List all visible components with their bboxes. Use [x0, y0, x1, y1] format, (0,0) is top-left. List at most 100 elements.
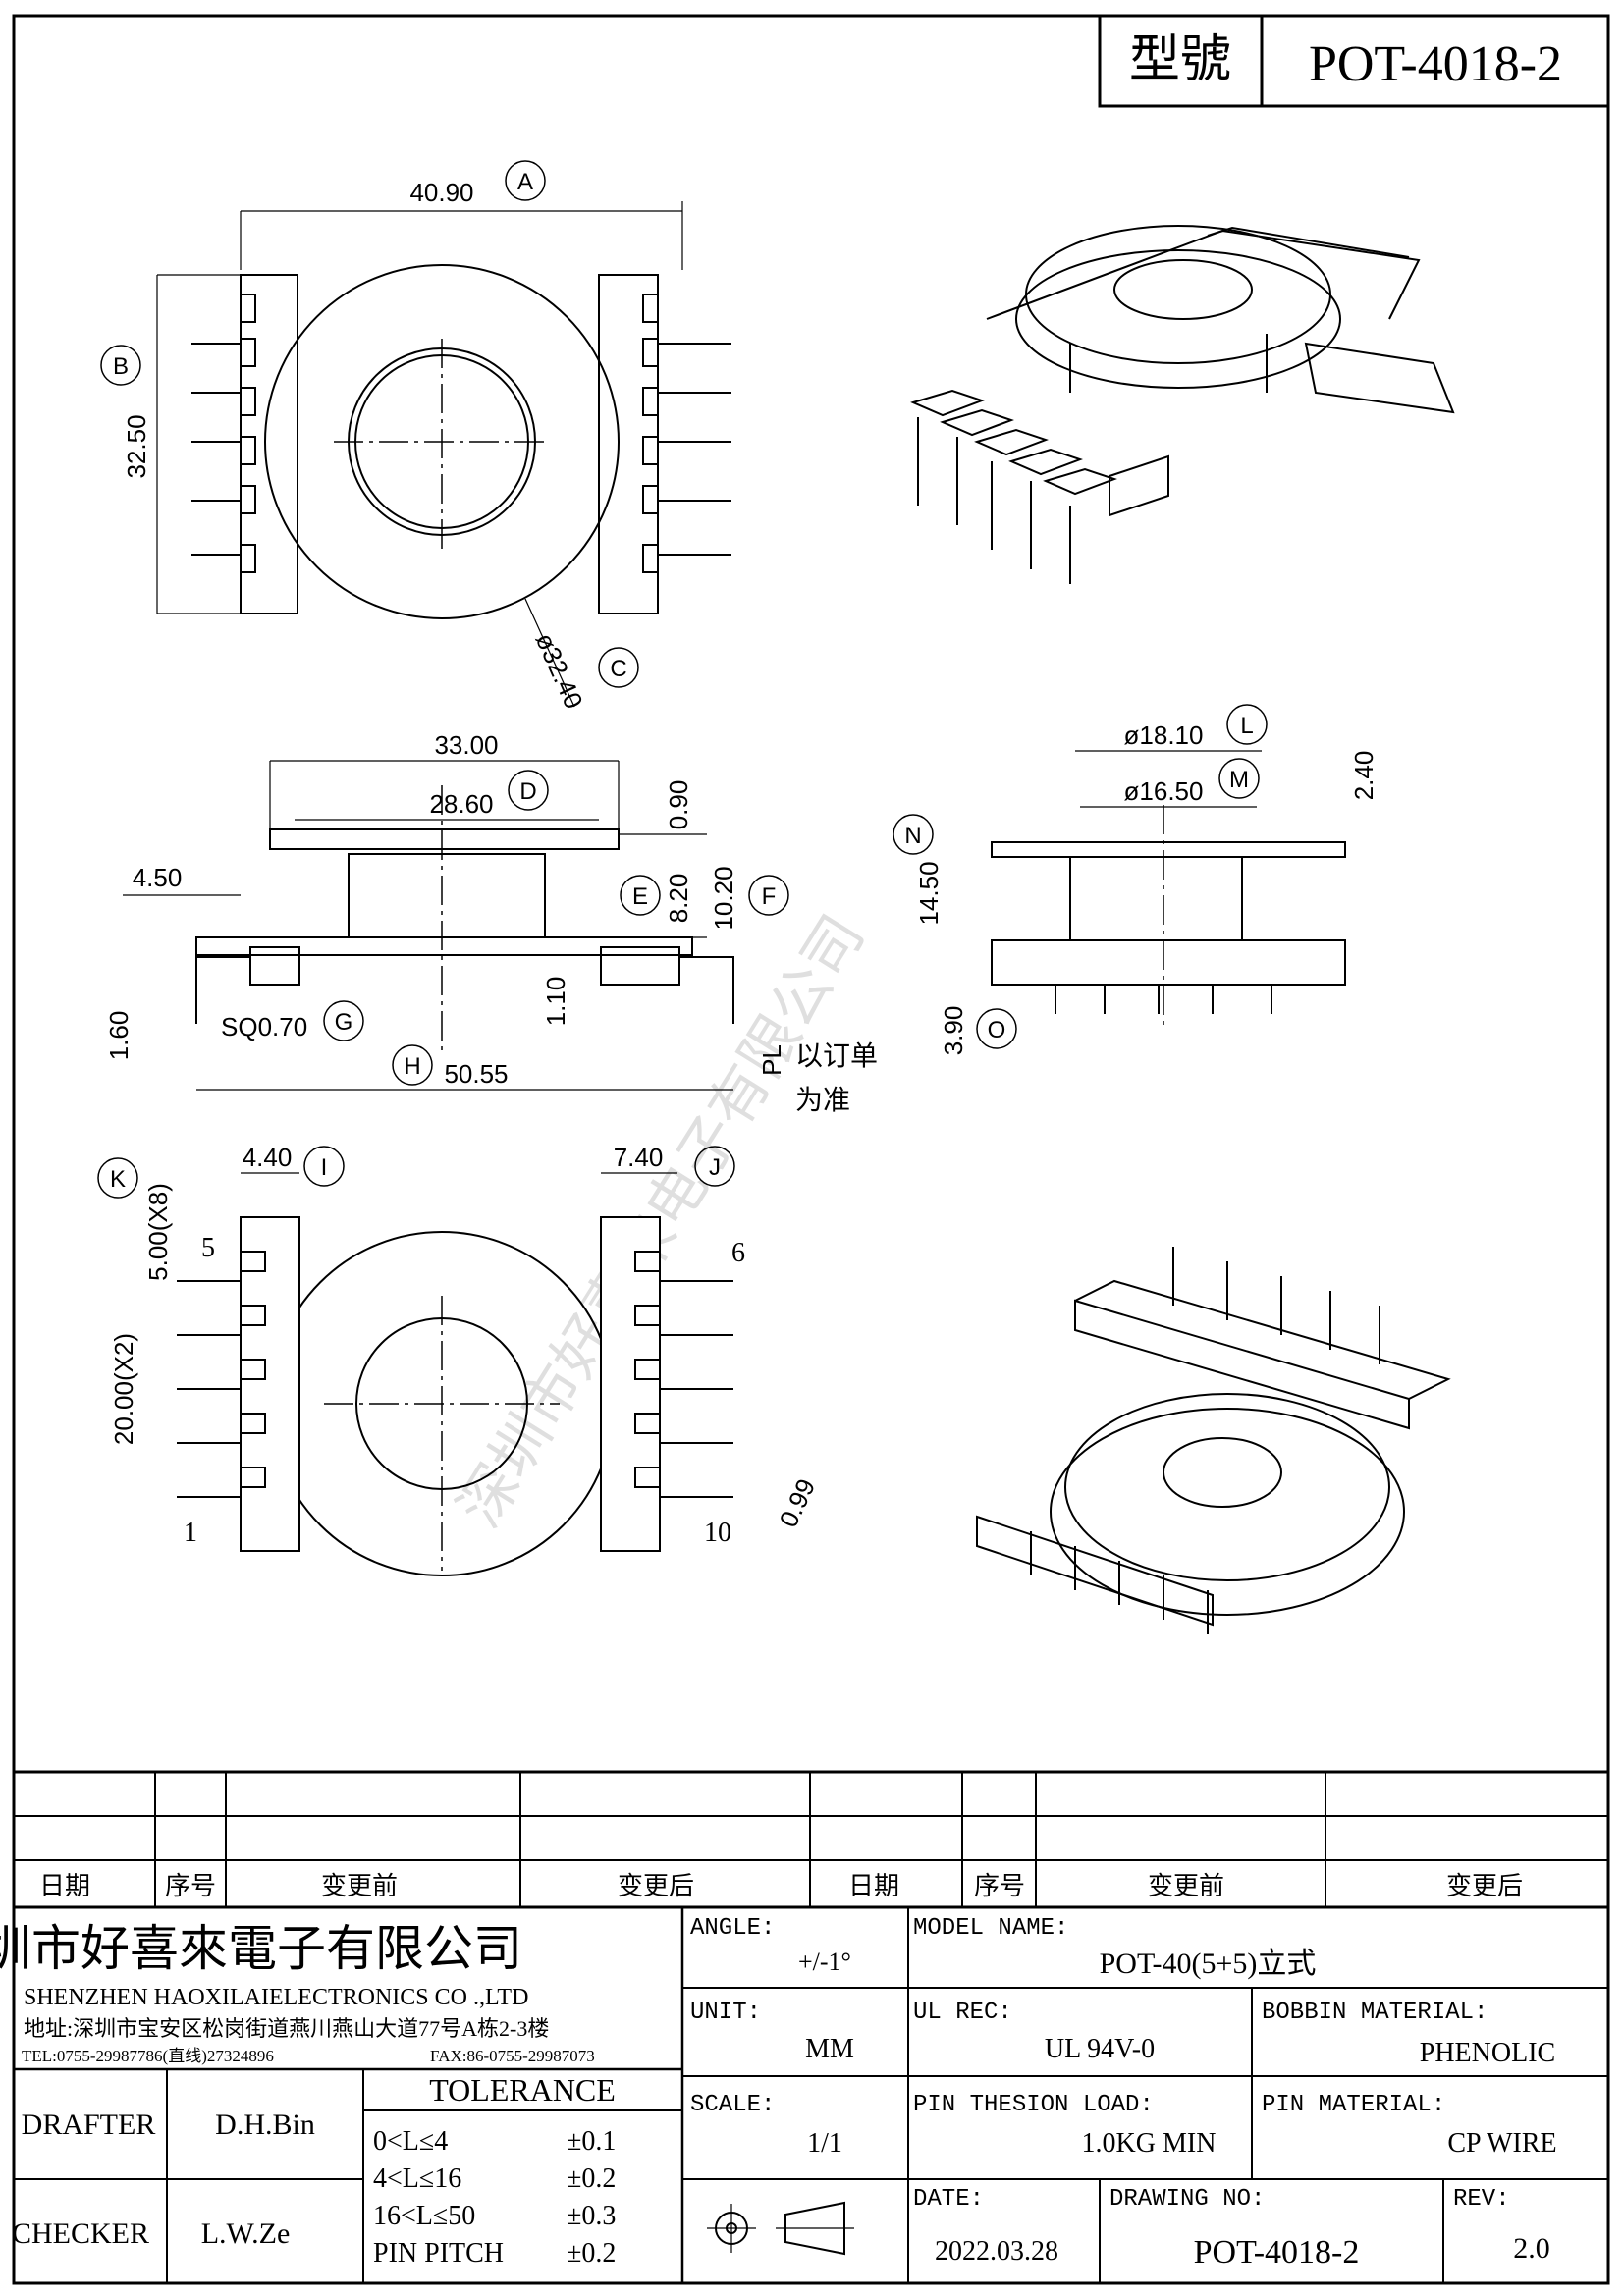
pin-load-label: PIN THESION LOAD:	[913, 2092, 1154, 2118]
tag-a: A	[517, 169, 533, 195]
tag-f: F	[762, 883, 777, 910]
dim-gap: 0.99	[774, 1474, 822, 1532]
bobbin-value: PHENOLIC	[1420, 2038, 1555, 2068]
drawing-no-value: POT-4018-2	[1194, 2234, 1360, 2270]
unit-label: UNIT:	[690, 2000, 761, 2026]
dim-inner: 28.60	[429, 789, 493, 819]
model-name-label: MODEL NAME:	[913, 1915, 1068, 1942]
drawing-no-label: DRAWING NO:	[1109, 2186, 1265, 2213]
tag-i: I	[321, 1154, 328, 1181]
rev-header-date-1: 日期	[39, 1871, 90, 1900]
tol-value-3: ±0.2	[567, 2238, 616, 2269]
company-address: 地址:深圳市宝安区松岗街道燕川燕山大道77号A栋2-3楼	[24, 2016, 549, 2041]
iso-view-bottom	[976, 1247, 1451, 1634]
tag-n: N	[904, 823, 921, 849]
rev-header-date-2: 日期	[848, 1871, 899, 1900]
angle-label: ANGLE:	[690, 1915, 775, 1942]
model-label: 型號	[1129, 32, 1231, 88]
top-view: 40.90 A 32.50 B ø32.40 C	[100, 160, 731, 713]
bottom-view: 4.40 I 7.40 J K 5.00(X8) 20.00(X2) 0.99 …	[97, 1143, 822, 1576]
tol-range-1: 4<L≤16	[373, 2163, 461, 2194]
side-view: 33.00 28.60 D 0.90 8.20 E 10.20 F 4.50 S…	[104, 730, 878, 1116]
dim-dia-inner: ø16.50	[1124, 776, 1204, 806]
drafter-value: D.H.Bin	[215, 2109, 315, 2141]
dim-span: 50.55	[444, 1059, 508, 1089]
bobbin-label: BOBBIN MATERIAL:	[1262, 2000, 1488, 2026]
sheet-border	[12, 14, 1610, 2285]
dim-dia-outer: ø18.10	[1124, 721, 1204, 750]
pin-label-6: 6	[731, 1238, 745, 1268]
dim-height-end: 14.50	[914, 861, 944, 925]
unit-value: MM	[805, 2034, 854, 2064]
tol-value-1: ±0.2	[567, 2163, 616, 2194]
checker-value: L.W.Ze	[201, 2217, 291, 2250]
dim-pitch: 5.00(X8)	[143, 1183, 173, 1281]
tag-m: M	[1229, 767, 1249, 793]
tag-k: K	[110, 1166, 126, 1193]
tag-g: G	[335, 1009, 353, 1036]
pin-label-5: 5	[201, 1233, 215, 1263]
dim-flange: 33.00	[434, 730, 498, 760]
title-block: 深圳市好喜來電子有限公司 SHENZHEN HAOXILAIELECTRONIC…	[0, 1907, 1608, 2283]
dim-width: 40.90	[409, 178, 473, 207]
dim-top-thk: 0.90	[664, 780, 693, 830]
rev-header-before-1: 变更前	[321, 1871, 398, 1900]
pin-material-label: PIN MATERIAL:	[1262, 2092, 1445, 2118]
end-view: ø18.10 L ø16.50 M 2.40 14.50 N 3.90 O	[893, 704, 1379, 1056]
tag-j: J	[709, 1154, 721, 1181]
tag-l: L	[1240, 713, 1253, 739]
header-model-box: 型號 POT-4018-2	[1098, 14, 1610, 108]
dim-height: 32.50	[122, 414, 151, 478]
pin-load-value: 1.0KG MIN	[1082, 2128, 1217, 2159]
tol-range-2: 16<L≤50	[373, 2201, 475, 2231]
dim-total-h: 10.20	[709, 866, 738, 930]
rev-header-no-2: 序号	[974, 1871, 1025, 1900]
date-label: DATE:	[913, 2186, 984, 2213]
scale-value: 1/1	[807, 2128, 842, 2159]
tolerance-title: TOLERANCE	[429, 2072, 616, 2108]
angle-value: +/-1°	[798, 1948, 851, 1976]
pl-note-2: 为准	[795, 1085, 850, 1116]
dim-offset: 4.50	[133, 863, 183, 892]
dim-right-w: 7.40	[614, 1143, 664, 1172]
tol-range-0: 0<L≤4	[373, 2126, 448, 2157]
model-number: POT-4018-2	[1309, 36, 1562, 92]
dim-left-w: 4.40	[243, 1143, 293, 1172]
tag-b: B	[113, 353, 129, 380]
tag-h: H	[404, 1053, 420, 1080]
model-name-value: POT-40(5+5)立式	[1100, 1948, 1317, 1980]
company-name-cn: 深圳市好喜來電子有限公司	[0, 1921, 522, 1976]
dim-base-thk: 1.10	[541, 977, 570, 1027]
dim-body-h: 8.20	[664, 874, 693, 924]
ul-label: UL REC:	[913, 2000, 1012, 2026]
drafter-label: DRAFTER	[22, 2109, 156, 2141]
checker-label: CHECKER	[12, 2217, 149, 2250]
pin-material-value: CP WIRE	[1447, 2128, 1556, 2159]
rev-header-after-1: 变更后	[618, 1871, 694, 1900]
pl-note-1: 以订单	[795, 1041, 878, 1072]
tag-o: O	[988, 1017, 1006, 1043]
tol-value-2: ±0.3	[567, 2201, 616, 2231]
dim-pin-size: SQ0.70	[221, 1012, 307, 1041]
rev-label: REV:	[1453, 2186, 1510, 2213]
iso-view-top	[910, 225, 1455, 584]
ul-value: UL 94V-0	[1045, 2034, 1155, 2064]
company-tel: TEL:0755-29987786(直线)27324896	[22, 2047, 274, 2065]
pin-label-1: 1	[184, 1518, 197, 1548]
projection-symbol-icon	[707, 2201, 854, 2256]
dim-pin-h: 1.60	[104, 1011, 134, 1061]
company-fax: FAX:86-0755-29987073	[430, 2047, 595, 2065]
dim-top-h: 2.40	[1349, 751, 1379, 801]
dim-span-x2: 20.00(X2)	[109, 1333, 138, 1445]
tol-value-0: ±0.1	[567, 2126, 616, 2157]
dim-diameter: ø32.40	[530, 628, 589, 713]
rev-value: 2.0	[1513, 2232, 1550, 2265]
scale-label: SCALE:	[690, 2092, 775, 2118]
date-value: 2022.03.28	[935, 2236, 1058, 2267]
pin-label-10: 10	[704, 1518, 731, 1548]
revision-table: 日期 序号 变更前 变更后 日期 序号 变更前 变更后	[14, 1770, 1608, 1909]
dim-pin-len: 3.90	[939, 1006, 968, 1056]
pl-label: PL	[757, 1044, 786, 1076]
tag-c: C	[610, 656, 626, 682]
